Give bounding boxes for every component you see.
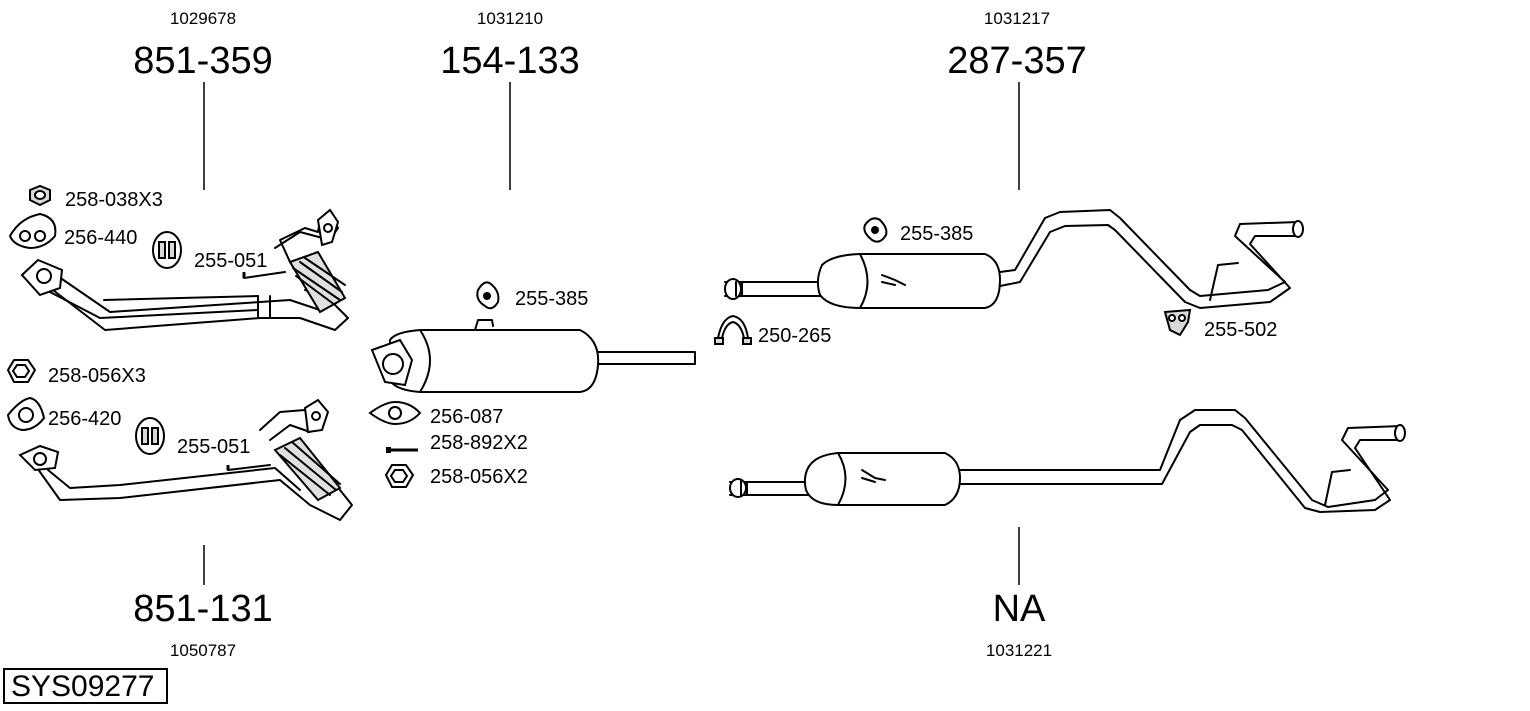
part-number-851-131[interactable]: 851-131 — [133, 588, 273, 630]
hanger-icon-255-385-rear — [863, 217, 888, 243]
accessory-label-258-892x2[interactable]: 258-892X2 — [430, 432, 528, 454]
rear-muffler-upper-drawing — [724, 209, 1304, 309]
group-code-1031217: 1031217 — [983, 9, 1051, 28]
part-number-287-357[interactable]: 287-357 — [947, 40, 1087, 82]
front-pipe-lower-drawing — [18, 398, 353, 521]
gasket-icon-256-440 — [8, 212, 57, 250]
hanger-icon-255-051-upper — [152, 231, 182, 269]
hanger-icon-255-502 — [1163, 308, 1192, 337]
nut-icon-258-056-upper — [6, 359, 37, 383]
accessory-label-256-420[interactable]: 256-420 — [48, 408, 122, 430]
accessory-label-250-265[interactable]: 250-265 — [758, 325, 832, 347]
accessory-label-255-385-middle[interactable]: 255-385 — [515, 288, 589, 310]
accessory-label-258-056x2[interactable]: 258-056X2 — [430, 466, 528, 488]
hanger-icon-255-385-middle — [476, 281, 500, 310]
accessory-label-255-385-rear[interactable]: 255-385 — [900, 223, 974, 245]
rear-muffler-lower-drawing — [729, 409, 1406, 513]
gasket-icon-256-087 — [368, 400, 422, 426]
group-code-1031210: 1031210 — [476, 9, 544, 28]
accessory-label-255-502[interactable]: 255-502 — [1204, 319, 1278, 341]
part-number-na[interactable]: NA — [992, 588, 1046, 630]
part-number-154-133[interactable]: 154-133 — [440, 40, 580, 82]
group-code-1029678: 1029678 — [169, 9, 237, 28]
accessory-label-255-051-upper[interactable]: 255-051 — [194, 250, 268, 272]
accessory-label-256-087[interactable]: 256-087 — [430, 406, 504, 428]
part-number-851-359[interactable]: 851-359 — [133, 40, 273, 82]
accessory-label-255-051-lower[interactable]: 255-051 — [177, 436, 251, 458]
bolt-icon-258-892 — [386, 447, 418, 453]
hanger-icon-255-051-lower — [135, 417, 165, 455]
accessory-label-258-056x3[interactable]: 258-056X3 — [48, 365, 146, 387]
group-code-1050787: 1050787 — [169, 641, 237, 660]
accessory-label-258-038x3[interactable]: 258-038X3 — [65, 189, 163, 211]
gasket-icon-256-420 — [6, 396, 46, 432]
nut-icon-258-038 — [29, 184, 51, 207]
nut-icon-258-056-middle — [384, 464, 415, 488]
group-code-1031221: 1031221 — [985, 641, 1053, 660]
front-pipe-upper-drawing — [20, 208, 349, 331]
system-code-box: SYS09277 — [3, 668, 168, 704]
accessory-label-256-440[interactable]: 256-440 — [64, 227, 138, 249]
clamp-icon-250-265 — [714, 314, 752, 345]
middle-muffler-drawing — [370, 319, 696, 393]
